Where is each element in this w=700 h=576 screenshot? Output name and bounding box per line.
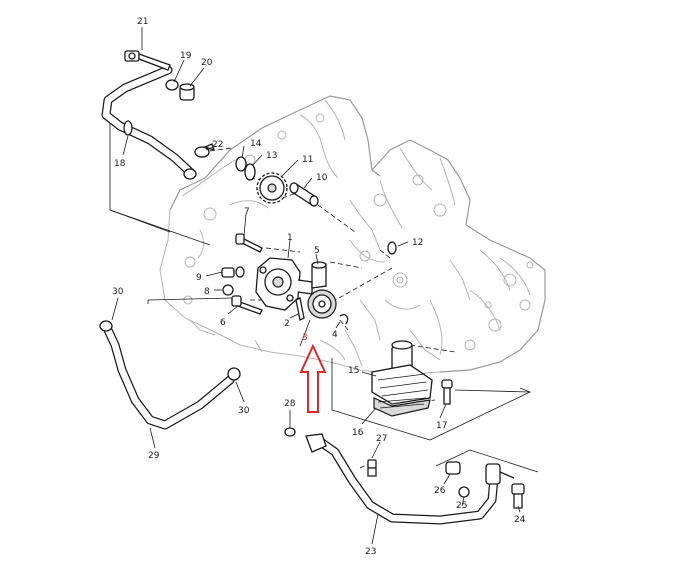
callout-19: 19 <box>180 51 192 61</box>
oil-pump-body-1 <box>255 257 313 311</box>
shaft-10 <box>289 182 319 207</box>
callout-10: 10 <box>316 173 328 183</box>
highlight-arrow <box>299 343 327 413</box>
o-ring-28 <box>284 427 296 437</box>
rotor-3 <box>307 289 337 319</box>
bolt-7 <box>235 233 263 253</box>
callout-20: 20 <box>201 58 213 68</box>
grommet-12 <box>387 241 397 255</box>
callout-4: 4 <box>332 330 338 340</box>
callout-12: 12 <box>412 238 423 248</box>
hose-clamp-22 <box>194 143 216 158</box>
collar-26 <box>445 461 461 475</box>
o-ring-25 <box>458 486 470 498</box>
callout-21: 21 <box>137 17 148 27</box>
bolt-6 <box>231 295 263 315</box>
callout-30-upper: 30 <box>112 287 124 297</box>
bolt-17 <box>441 379 453 405</box>
oil-hose-18 <box>101 65 197 180</box>
oil-delivery-pipe-23 <box>305 433 515 525</box>
callout-6: 6 <box>220 318 226 328</box>
oil-hose-29 <box>99 320 241 430</box>
pin-2 <box>295 297 305 321</box>
callout-labels: 21 19 20 18 22 14 13 11 10 7 1 9 8 5 12 … <box>112 17 526 557</box>
drive-gear-11 <box>256 172 288 204</box>
callout-11: 11 <box>302 155 313 165</box>
callout-22: 22 <box>212 140 223 150</box>
callout-23: 23 <box>365 547 376 557</box>
callout-30-lower: 30 <box>238 406 250 416</box>
circlip-4 <box>339 314 349 325</box>
washer-13 <box>244 163 256 181</box>
callout-18: 18 <box>114 159 126 169</box>
callout-25: 25 <box>456 501 467 511</box>
dowel-8 <box>222 284 234 296</box>
strainer-mesh-16 <box>373 397 431 417</box>
engine-crankcase-outline <box>159 95 546 376</box>
callout-1: 1 <box>287 233 293 243</box>
callout-29: 29 <box>148 451 160 461</box>
circlip-14 <box>235 156 247 172</box>
callout-5: 5 <box>314 246 320 256</box>
callout-14: 14 <box>250 139 262 149</box>
assembly-frame-lines <box>109 118 539 473</box>
callout-7: 7 <box>244 207 250 217</box>
callout-26: 26 <box>434 486 446 496</box>
callout-2: 2 <box>284 319 290 329</box>
callout-27: 27 <box>376 434 387 444</box>
banjo-bolt-21 <box>124 50 171 71</box>
pump-shaft-5 <box>311 261 327 289</box>
bolt-27 <box>367 459 377 477</box>
callout-17: 17 <box>436 421 447 431</box>
callout-9: 9 <box>196 273 202 283</box>
callout-13: 13 <box>266 151 277 161</box>
bolt-24 <box>511 483 525 509</box>
collar-19-and-20 <box>165 79 195 101</box>
callout-28: 28 <box>284 399 296 409</box>
callout-leader-lines <box>111 27 521 545</box>
pin-9 <box>221 266 245 278</box>
callout-16: 16 <box>352 428 364 438</box>
oil-strainer-15 <box>371 340 433 405</box>
callout-3: 3 <box>302 333 308 343</box>
callout-24: 24 <box>514 515 526 525</box>
callout-15: 15 <box>348 366 359 376</box>
callout-8: 8 <box>204 287 210 297</box>
